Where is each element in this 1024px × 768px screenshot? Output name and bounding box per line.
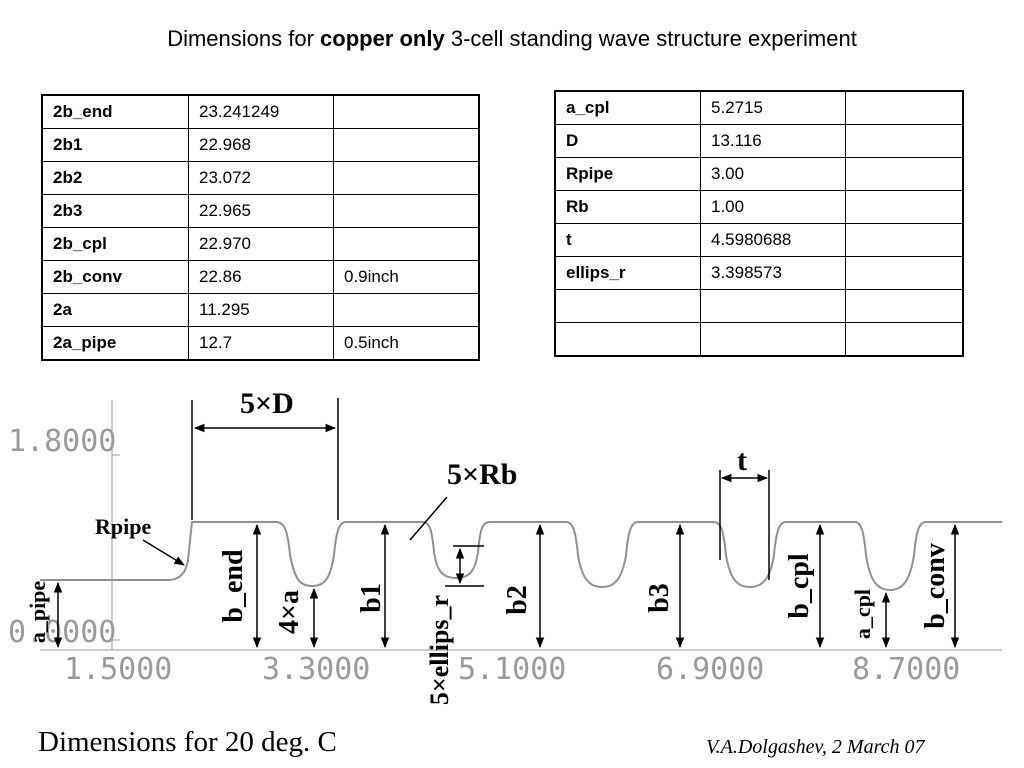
parameter-value-cell: 3.398573	[700, 256, 846, 290]
parameter-note-cell	[845, 322, 964, 357]
footer-note: Dimensions for 20 deg. C	[38, 726, 337, 758]
parameter-value-cell: 23.072	[188, 161, 334, 195]
parameter-value-cell: 12.7	[188, 326, 334, 361]
parameter-name-cell: 2b_conv	[41, 260, 189, 294]
parameter-name-cell: t	[554, 223, 701, 257]
label-b3: b3	[644, 583, 675, 613]
label-b-end: b_end	[218, 549, 249, 623]
parameter-note-cell	[845, 289, 964, 323]
parameter-value-cell: 22.86	[188, 260, 334, 294]
parameter-value-cell: 1.00	[700, 190, 846, 224]
table-row	[554, 322, 964, 357]
parameter-note-cell	[845, 256, 964, 290]
label-b2: b2	[502, 585, 533, 615]
parameter-value-cell	[700, 289, 846, 323]
parameter-note-cell	[845, 124, 964, 158]
rb-leader-line	[409, 496, 448, 541]
rpipe-leader-line	[142, 539, 185, 566]
parameter-value-cell: 13.116	[700, 124, 846, 158]
x-tick-label: 3.3000	[262, 652, 370, 687]
x-tick-label: 6.9000	[656, 652, 764, 687]
page-title: Dimensions for copper only 3-cell standi…	[167, 26, 857, 51]
label-5xrb: 5×Rb	[447, 458, 517, 491]
parameter-value-cell	[700, 322, 846, 357]
parameter-name-cell: 2b1	[41, 128, 189, 162]
parameter-value-cell: 23.241249	[188, 94, 334, 129]
label-5xd: 5×D	[240, 387, 294, 420]
parameter-note-cell	[845, 190, 964, 224]
table-row	[554, 289, 964, 323]
label-b1: b1	[356, 583, 387, 613]
y-tick-label: 1.8000	[8, 424, 116, 459]
parameter-name-cell: 2b_cpl	[41, 227, 189, 261]
x-tick-label: 8.7000	[852, 652, 960, 687]
cavity-profile-curve	[40, 521, 1002, 592]
parameter-note-cell	[333, 227, 480, 261]
parameter-name-cell: Rpipe	[554, 157, 701, 191]
parameter-name-cell: a_cpl	[554, 90, 701, 125]
parameter-name-cell: 2a_pipe	[41, 326, 189, 361]
label-b-cpl: b_cpl	[784, 553, 815, 619]
label-a-cpl: a_cpl	[850, 589, 875, 639]
parameter-note-cell: 0.9inch	[333, 260, 480, 294]
parameter-name-cell: ellips_r	[554, 256, 701, 290]
parameter-name-cell: 2b2	[41, 161, 189, 195]
parameter-name-cell	[554, 322, 701, 357]
parameter-value-cell: 11.295	[188, 293, 334, 327]
label-5x-ellips-r: 5×ellips_r	[425, 595, 454, 705]
label-a-pipe: a_pipe	[25, 581, 50, 644]
author-credit: V.A.Dolgashev, 2 March 07	[706, 736, 925, 758]
label-4xa: 4×a	[274, 590, 305, 634]
parameter-note-cell: 0.5inch	[333, 326, 480, 361]
parameter-note-cell	[845, 223, 964, 257]
parameter-note-cell	[333, 293, 480, 327]
parameter-value-cell: 4.5980688	[700, 223, 846, 257]
parameter-value-cell: 3.00	[700, 157, 846, 191]
parameter-name-cell: 2a	[41, 293, 189, 327]
label-t: t	[737, 444, 747, 477]
vertical-dimension-arrows	[53, 523, 960, 649]
label-rpipe: Rpipe	[95, 514, 151, 539]
label-b-conv: b_conv	[920, 543, 951, 629]
plot-axes	[40, 400, 1002, 651]
d-dimension	[191, 398, 339, 520]
parameter-value-cell: 22.965	[188, 194, 334, 228]
parameter-name-cell: D	[554, 124, 701, 158]
x-tick-label: 5.1000	[458, 652, 566, 687]
parameter-value-cell: 22.970	[188, 227, 334, 261]
x-tick-label: 1.5000	[64, 652, 172, 687]
parameter-note-cell	[333, 161, 480, 195]
parameter-name-cell	[554, 289, 701, 323]
t-dimension	[719, 470, 770, 580]
